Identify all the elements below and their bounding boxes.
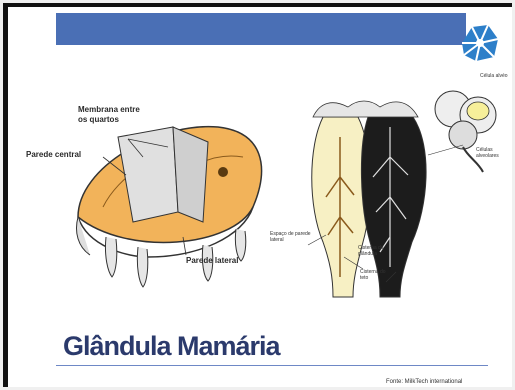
label-alveolus: Célula alvéo xyxy=(480,73,508,79)
teat-alveoli-detail xyxy=(308,91,496,297)
label-membrane: Membrana entre os quartos xyxy=(78,105,140,125)
slide: Membrana entre os quartos Parede central… xyxy=(3,3,512,387)
udder-diagrams xyxy=(8,7,513,387)
source-caption: Fonte: MilkTech international xyxy=(386,379,462,385)
label-alveoli: Células alveolares xyxy=(476,147,499,159)
label-cistern-teat: Cisterna do teto xyxy=(360,269,386,281)
label-central-wall: Parede central xyxy=(26,150,81,160)
label-lateral-tissue: Espaço de parede lateral xyxy=(270,231,311,243)
slide-title: Glândula Mamária xyxy=(63,331,280,362)
label-lateral-wall: Parede lateral xyxy=(186,256,238,266)
label-cistern-gland: Cisterna da glândula xyxy=(358,245,384,257)
title-divider xyxy=(56,365,488,366)
